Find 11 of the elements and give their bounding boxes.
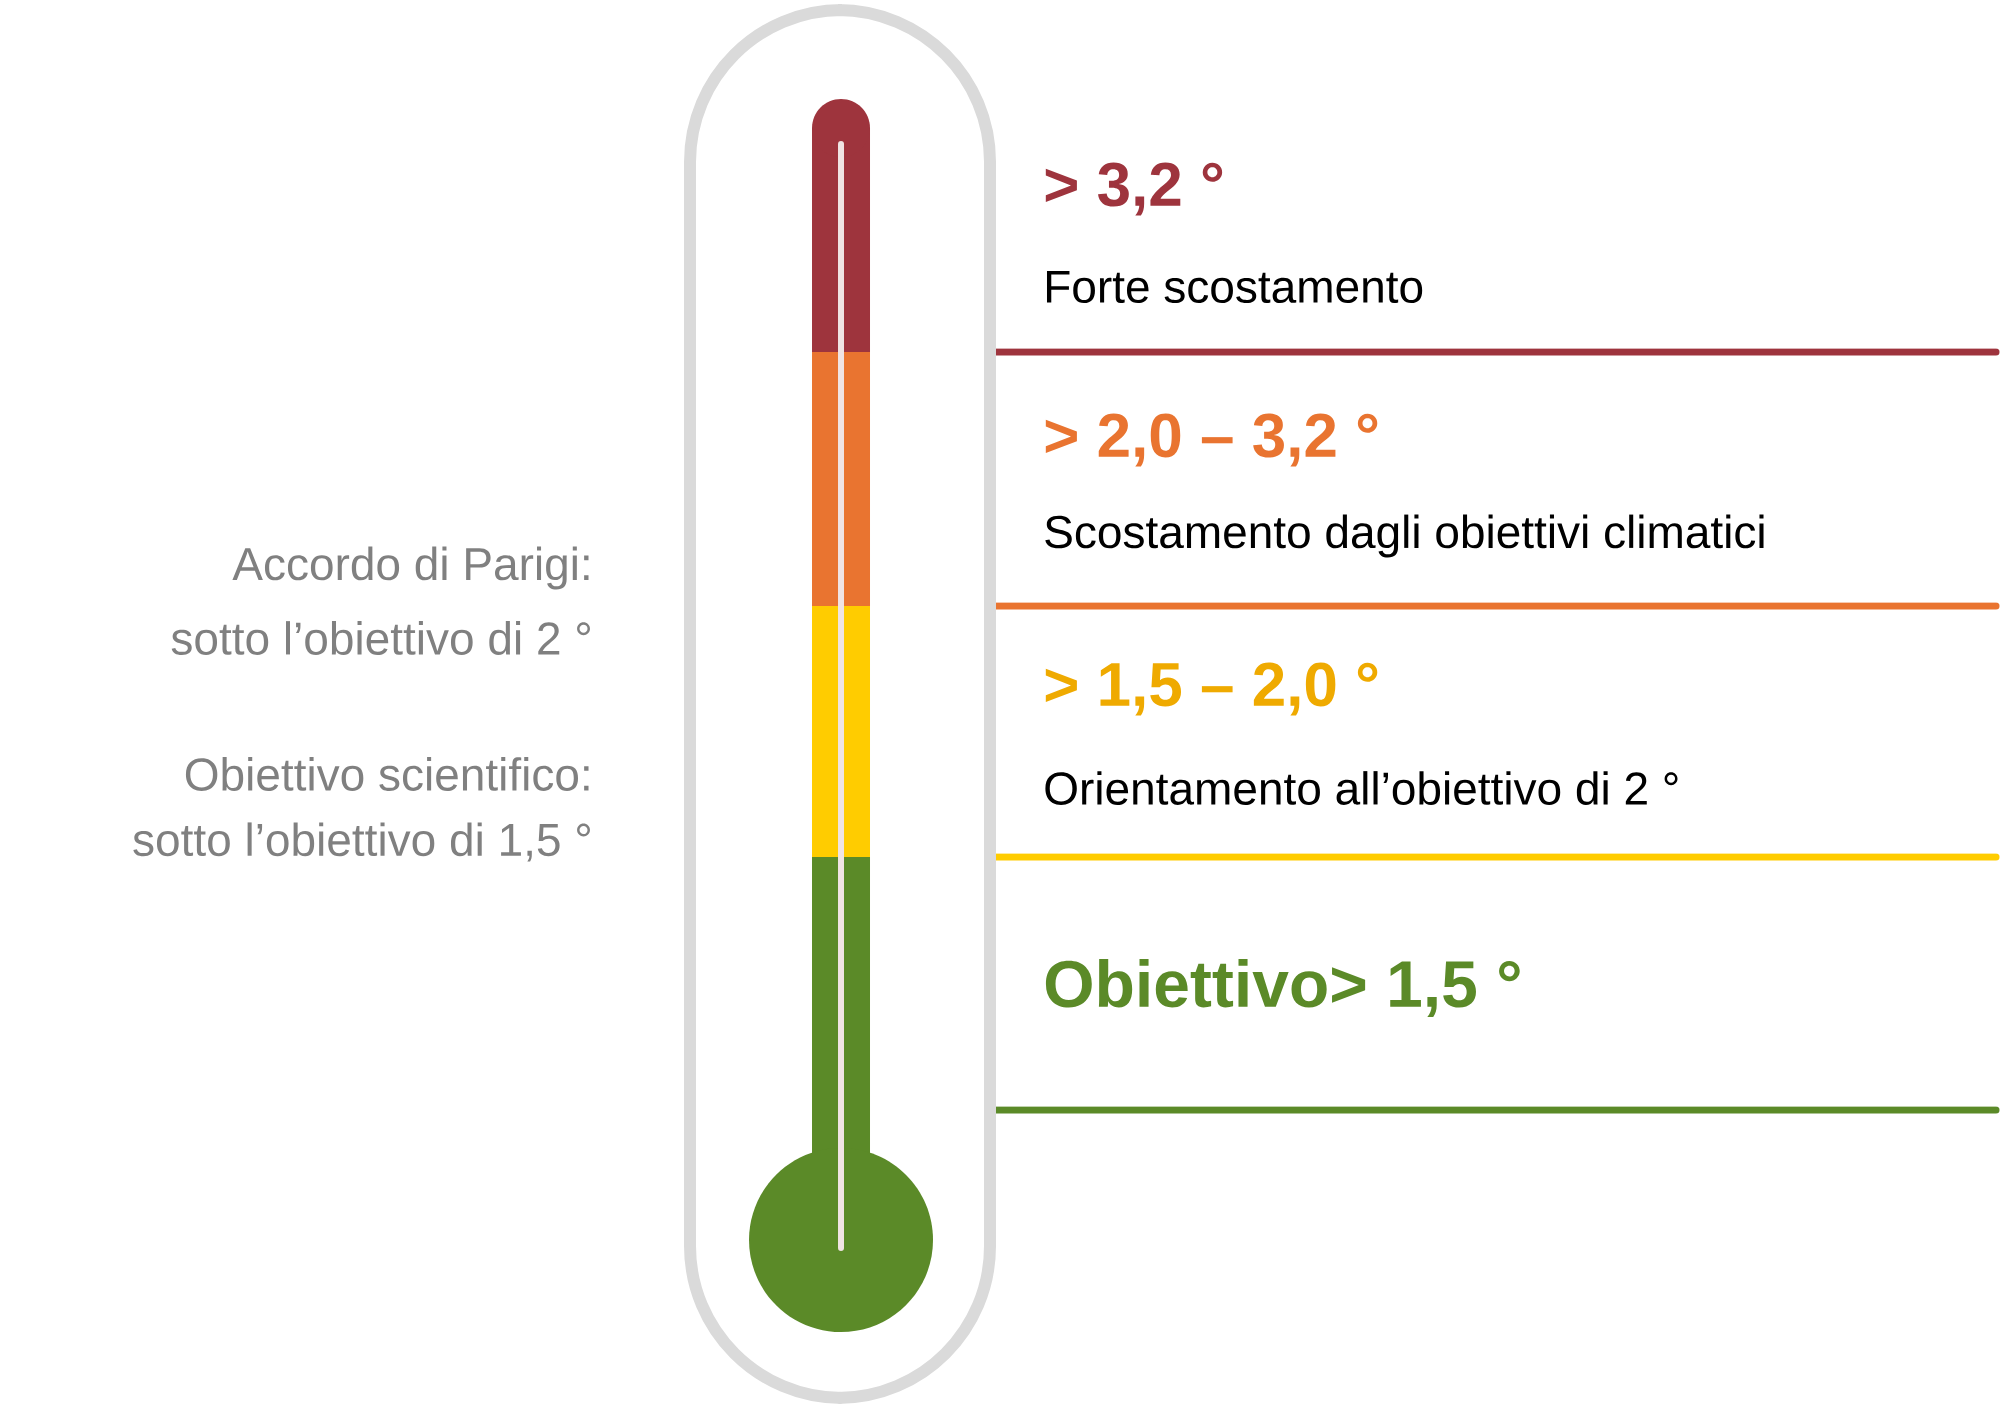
reference-note: sotto l’obiettivo di 1,5 ° [133,822,590,862]
range-heading: > 2,0 – 3,2 ° [1045,413,1378,467]
reference-note: Accordo di Parigi: [232,546,589,590]
range-heading: > 1,5 – 2,0 ° [1045,662,1378,716]
goal-heading: Obiettivo> 1,5 ° [1045,959,1520,1018]
range-heading: > 3,2 ° [1045,162,1223,216]
band-description: Scostamento dagli obiettivi climatici [1045,514,1764,558]
band-description: Orientamento all’obiettivo di 2 ° [1045,771,1678,805]
reference-note: sotto l’obiettivo di 2 ° [171,621,590,655]
band-description: Forte scostamento [1047,270,1423,304]
reference-note: Obiettivo scientifico: [185,757,589,791]
